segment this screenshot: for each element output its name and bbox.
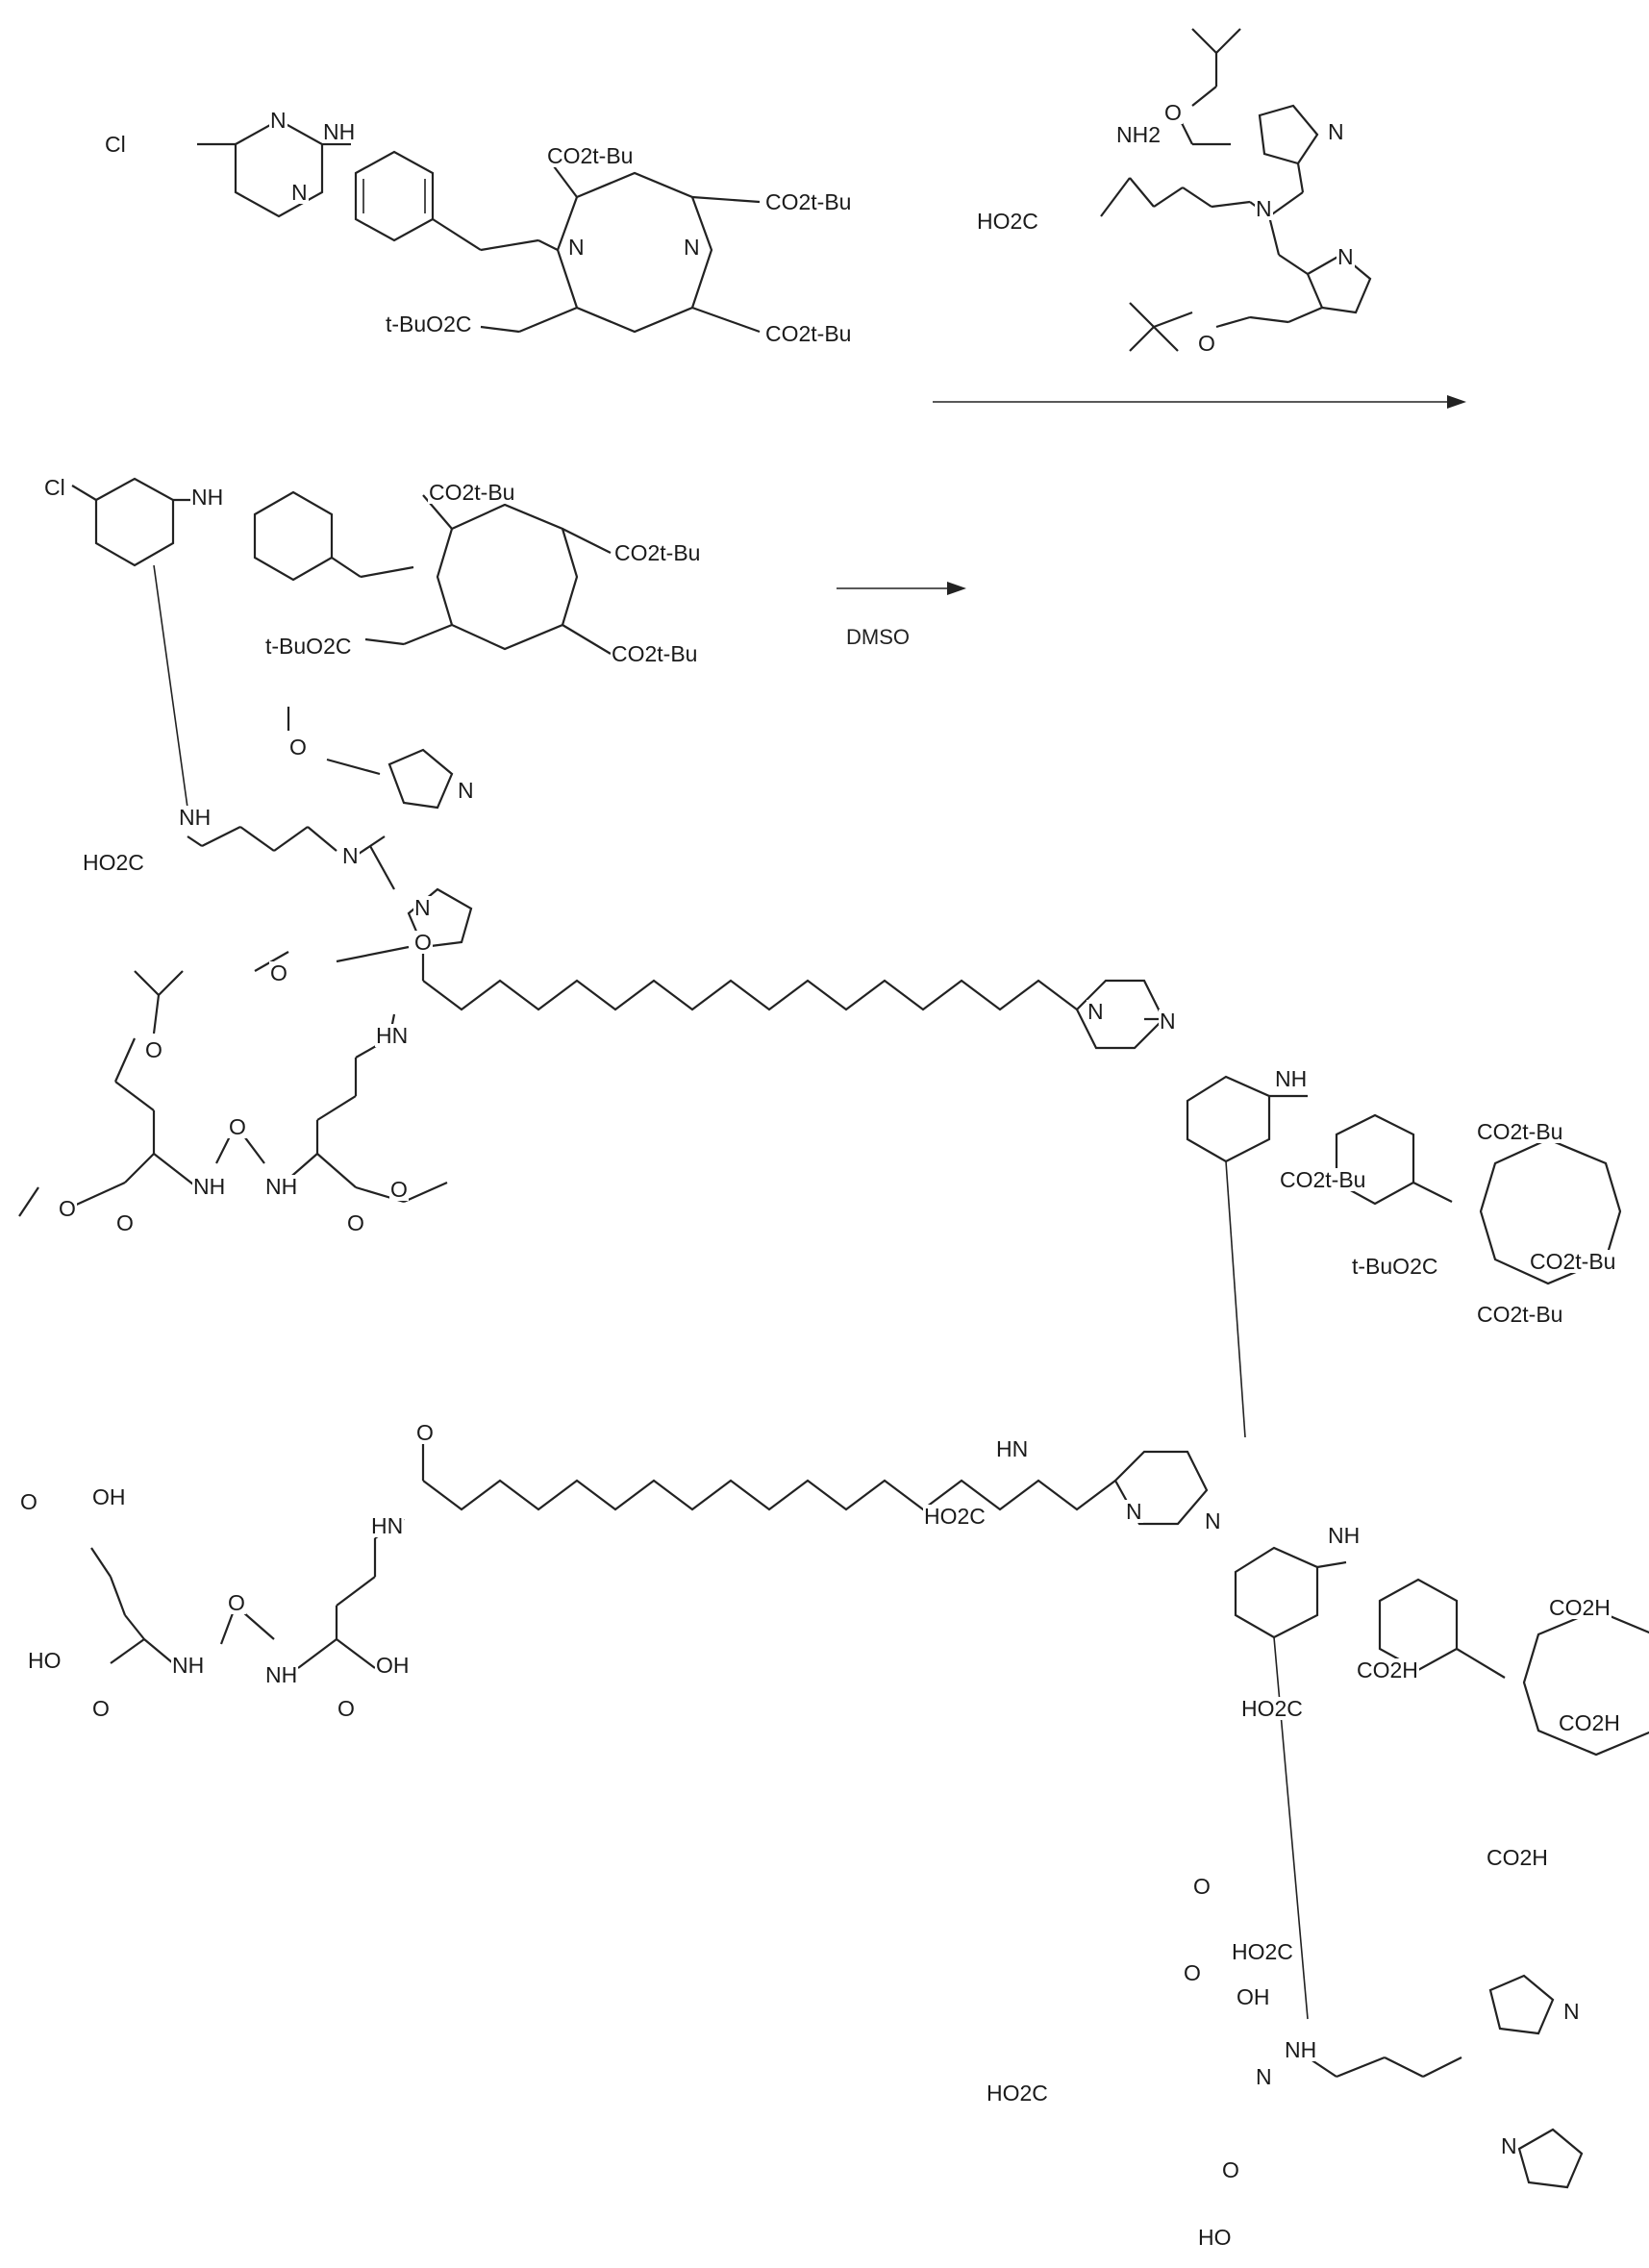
atom-label: O [19,1490,38,1513]
atom-label: HN [375,1024,409,1047]
atom-label: O [58,1197,77,1220]
atom-label: HO2C [1231,1940,1294,1963]
atom-label: N [413,896,432,919]
atom-label: N [1087,1000,1105,1023]
atom-label: N [1255,2065,1273,2088]
atom-label: O [337,1697,356,1720]
atom-label: N [1562,2000,1581,2023]
atom-label: OH [375,1654,411,1677]
atom-label: NH [171,1654,205,1677]
atom-label: O [415,1421,435,1444]
atom-label: O [1183,1961,1202,1984]
atom-label: CO2H [1486,1846,1549,1869]
atom-label: OH [1236,1985,1271,2008]
atom-label: NH [1327,1524,1361,1547]
atom-label: O [227,1591,246,1614]
atom-label: NH [192,1175,226,1198]
atom-label: O [228,1115,247,1138]
atom-label: NH [264,1663,298,1686]
atom-label: N [1337,245,1355,268]
atom-label: HO2C [923,1505,987,1528]
atom-label: N [1159,1009,1177,1033]
atom-label: HO2C [986,2081,1049,2105]
atom-label: NH [264,1175,298,1198]
atom-label: CO2H [1548,1596,1612,1619]
atom-label: N [341,844,360,867]
atom-label: HN [995,1437,1029,1460]
atom-label: HO2C [82,851,145,874]
atom-label: CO2H [1356,1658,1419,1682]
atom-label: NH [1284,2038,1317,2061]
atom-label: CO2t-Bu [428,481,515,504]
bis-imidazole-lysine [1101,29,1370,351]
atom-label: O [1221,2158,1240,2181]
atom-label: N [1204,1509,1222,1533]
atom-label: O [1163,101,1183,124]
atom-label: N [683,236,701,259]
atom-label: HO2C [976,210,1039,233]
atom-label: CO2t-Bu [1529,1250,1616,1273]
atom-label: N [1327,120,1345,143]
atom-label: CO2t-Bu [764,190,852,213]
atom-label: CO2t-Bu [1279,1168,1366,1191]
atom-label: CO2t-Bu [611,642,698,665]
atom-label: NH [322,120,356,143]
atom-label: CO2H [1558,1711,1621,1734]
dichlorotriazine-dota-ester [197,120,760,332]
atom-label: CO2t-Bu [1476,1303,1563,1326]
atom-label: OH [91,1485,127,1508]
atom-label: HO2C [1240,1697,1304,1720]
atom-label: N [567,236,586,259]
atom-label: Cl [43,476,66,499]
atom-label: N [290,181,309,204]
reaction-arrow-1 [933,395,1466,409]
atom-label: O [1192,1875,1212,1898]
atom-label: CO2t-Bu [546,144,634,167]
atom-label: O [413,931,433,954]
atom-label: O [115,1211,135,1234]
atom-label: CO2t-Bu [764,322,852,345]
atom-label: CO2t-Bu [1476,1120,1563,1143]
atom-label: N [1255,197,1273,220]
atom-label: O [346,1211,365,1234]
protected-conjugate [19,947,1620,1437]
atom-label: N [1500,2134,1518,2157]
atom-label: t-BuO2C [264,635,352,658]
atom-label: O [1197,332,1216,355]
atom-label: HN [370,1514,404,1537]
atom-label: CO2t-Bu [613,541,701,564]
atom-label: O [288,735,308,759]
final-conjugate [91,1442,1649,2187]
atom-label: Cl [104,133,127,156]
atom-label: O [91,1697,111,1720]
atom-label: t-BuO2C [1351,1255,1438,1278]
atom-label: N [269,109,287,132]
atom-label: N [457,779,475,802]
reaction-arrow-2 [837,582,966,595]
atom-label: O [144,1038,163,1061]
atom-label: O [389,1178,409,1201]
monochloro-intermediate [72,479,611,971]
atom-label: NH [1274,1067,1308,1090]
atom-label: NH [178,806,212,829]
atom-label: NH2 [1115,123,1162,146]
reagent-label: DMSO [846,625,910,650]
atom-label: NH [190,486,224,509]
atom-label: HO [1197,2226,1233,2249]
atom-label: t-BuO2C [385,312,472,336]
atom-label: N [1125,1500,1143,1523]
atom-label: HO [27,1649,62,1672]
atom-label: O [269,961,288,984]
